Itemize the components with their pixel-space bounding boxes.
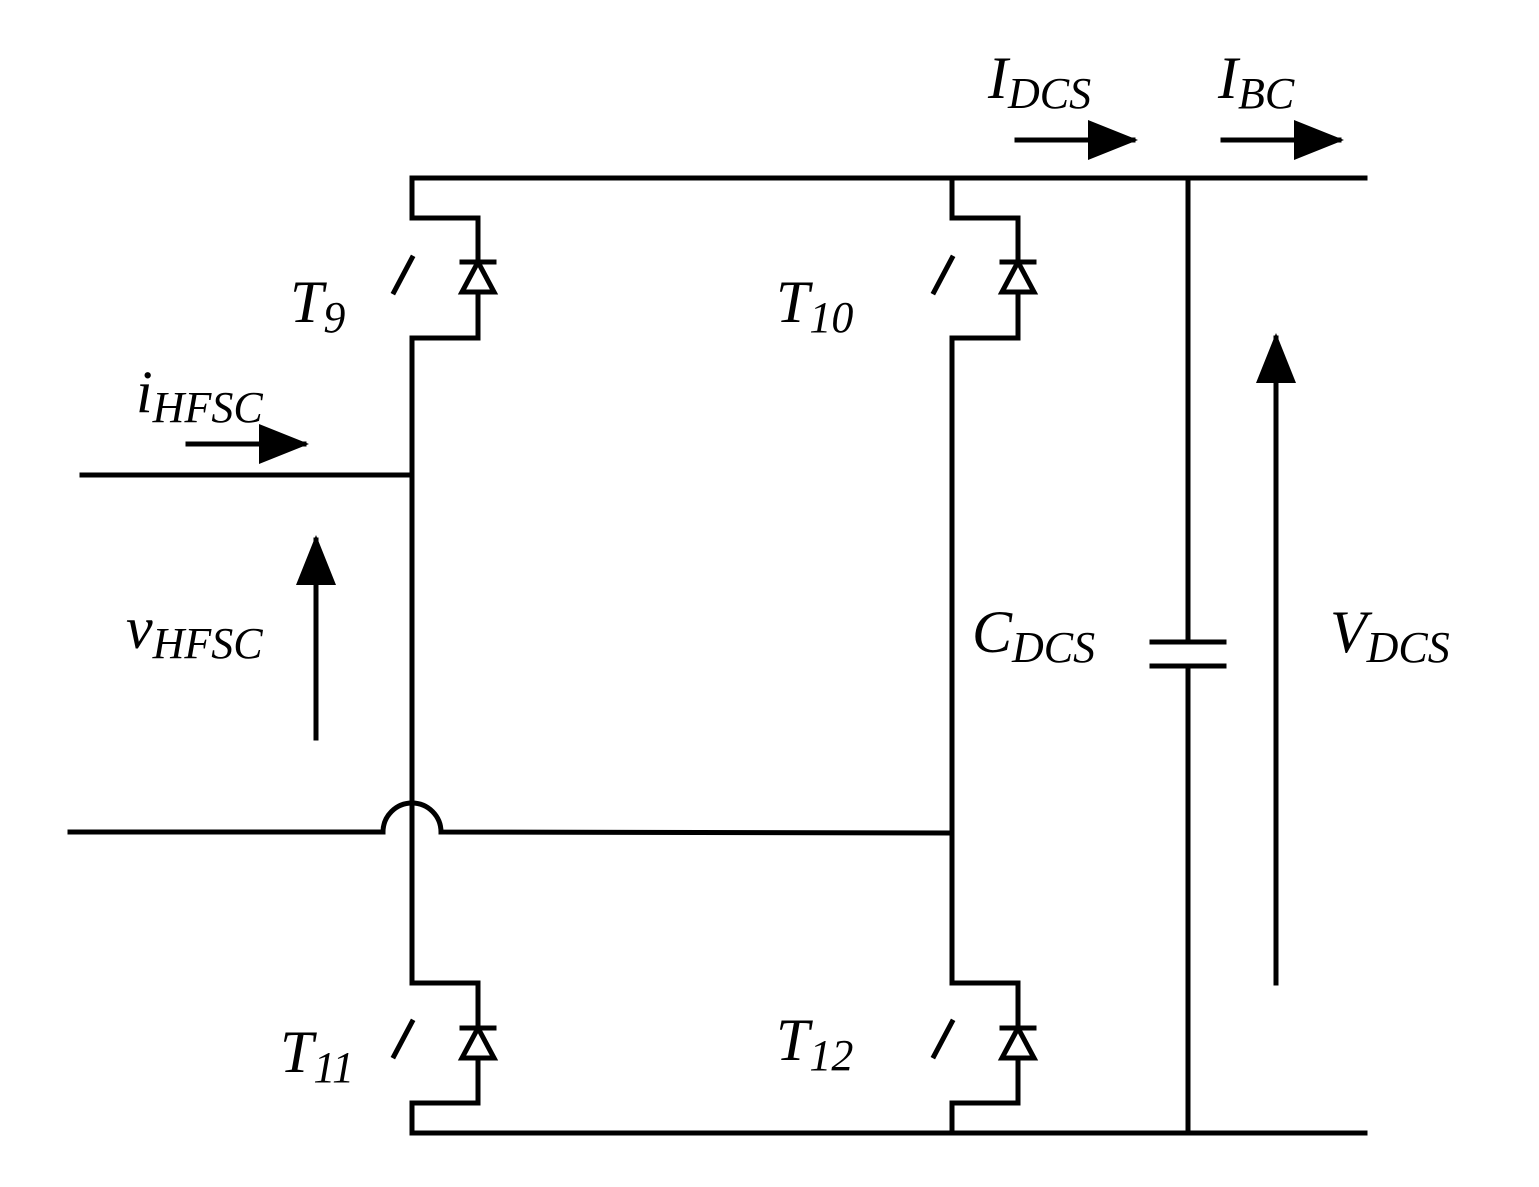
label-t11: T11 [280,1019,354,1092]
label-t10: T10 [776,269,853,342]
switch-t10-symbol [930,215,1039,341]
label-t9: T9 [290,269,345,342]
label-i-bc: IBC [1217,45,1295,118]
switch-t11-symbol [390,980,499,1106]
input-bottom-wire-crossover [67,800,955,836]
switch-t12-symbol [930,980,1039,1106]
label-v-hfsc: vHFSC [126,595,263,668]
label-i-hfsc: iHFSC [136,359,263,432]
label-i-dcs: IDCS [987,45,1091,118]
label-t12: T12 [776,1007,853,1080]
label-v-dcs: VDCS [1330,599,1450,672]
switch-t9-symbol [390,215,499,341]
label-c-dcs: CDCS [972,599,1095,672]
